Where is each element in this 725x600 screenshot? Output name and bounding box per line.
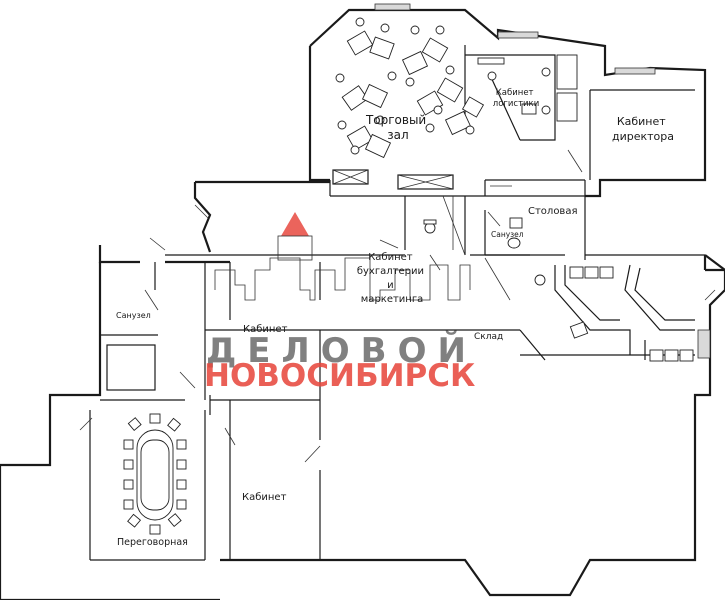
room-label-logistics: Кабинет логистики (493, 88, 539, 109)
doors (79, 149, 716, 463)
room-label-director: Кабинет директора (612, 115, 674, 143)
logo-roof-icon (281, 212, 309, 236)
watermark-line2: НОВОСИБИРСК (204, 358, 475, 394)
room-label-office-center: Кабинет (243, 324, 288, 335)
windows (374, 3, 711, 359)
room-label-warehouse: Склад (474, 332, 503, 342)
room-label-canteen: Столовая (528, 206, 577, 217)
room-label-wc-left: Санузел (116, 311, 151, 320)
room-label-accounting: Кабинет бухгалтерии и маркетинга (357, 252, 427, 305)
outer-walls (0, 8, 725, 600)
right-area-furniture (534, 266, 694, 362)
sales-hall-furniture (335, 17, 485, 159)
room-label-office-bottom: Кабинет (242, 492, 287, 503)
room-label-sales-hall: Торговый зал (365, 113, 430, 142)
watermark-line1: ДЕЛОВОЙ (206, 330, 477, 371)
logistics-furniture (477, 54, 578, 122)
wc-fixtures (423, 217, 523, 249)
room-label-wc-small: Санузел (491, 230, 524, 239)
logo-building-silhouette (214, 212, 471, 301)
room-label-meeting: Переговорная (117, 537, 188, 548)
meeting-table (123, 413, 187, 535)
